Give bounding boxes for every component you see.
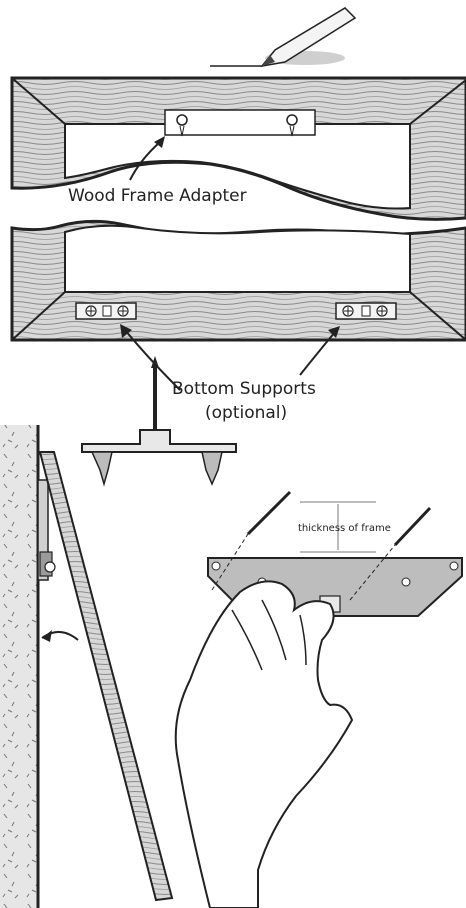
adapter-screw-left [176,114,188,126]
adapter-label-arrow [129,141,161,181]
hand-finger-lines [231,599,307,671]
detail-screw-right [201,451,223,486]
bottom-support-right [335,302,397,320]
frame-bottom-inner [64,224,411,293]
bottom-supports-label: Bottom Supports [172,379,316,399]
support-arrow-left [124,329,181,391]
nail-right [393,506,432,547]
frame-bottom-mitre-right [409,291,466,341]
pencil-tip [262,55,275,66]
detail-screw-left [90,451,113,487]
thickness-of-frame-label: thickness of frame [298,523,391,534]
support-arrow-left-head [120,324,132,338]
adapter-arrow-head [154,136,165,148]
hand [174,580,354,908]
frame-bottom-half [10,219,466,342]
frame-top-inner [64,123,411,210]
wall-bracket [37,479,56,581]
frame-corner-mitre-left [11,77,66,125]
wood-frame-adapter [164,109,316,137]
optional-label: (optional) [205,403,287,423]
support-arrow-right-head [328,326,340,338]
wood-frame-adapter-label: Wood Frame Adapter [68,186,247,206]
detail-nail-tip [151,356,159,368]
adapter-point-left [179,125,185,137]
support-detail [81,356,237,487]
detail-bracket [81,429,237,453]
frame-corner-mitre-right [409,79,466,125]
adapter-screw-right [286,114,298,126]
tilt-arrow-head [42,630,52,642]
frame-bottom-mitre-left [11,291,66,341]
nail-left [246,490,292,536]
support-arrow-right [299,331,336,376]
frame-top-half [10,76,466,221]
bottom-support-left [75,302,137,320]
wall [0,425,38,908]
nail-right-guide [349,544,396,601]
tilted-frame [38,451,174,902]
pencil-icon [210,7,357,68]
pencil-body [260,7,357,68]
adapter-point-right [289,125,295,137]
